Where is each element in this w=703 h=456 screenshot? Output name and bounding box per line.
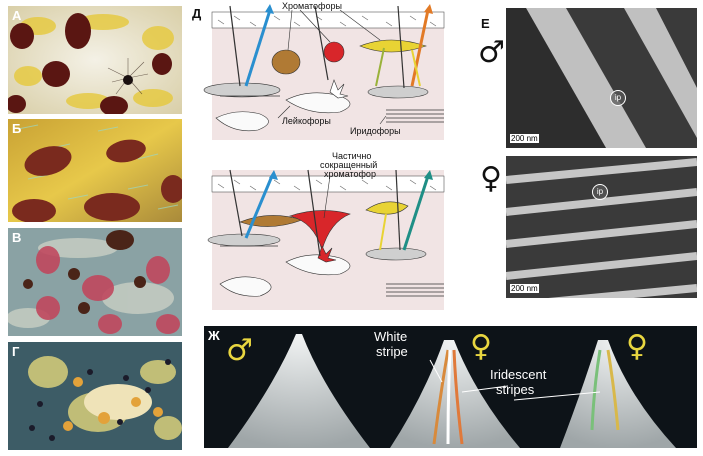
tem-male-image	[506, 8, 697, 148]
panel-a-photo: А	[8, 6, 182, 114]
female-symbol-g-2: ♀	[626, 329, 648, 364]
panel-e-diagram: Д Хроматофоры Лейкофоры Иридофоры Частич…	[190, 0, 490, 320]
panel-f-tem-female: ip 200 nm	[506, 156, 697, 298]
panel-c-photo: В	[8, 228, 182, 336]
panel-e-label: Д	[192, 6, 202, 21]
panel-g-image	[204, 326, 697, 448]
label-leucophores: Лейкофоры	[282, 116, 331, 126]
label-white-stripe-1: White	[374, 329, 408, 344]
scale-label-bottom: 200 nm	[510, 284, 539, 293]
panel-a-image	[8, 6, 182, 114]
label-partial-line3: хроматофор	[324, 169, 376, 179]
label-partial-line1: Частично	[332, 151, 372, 161]
ip-marker-bottom: ip	[592, 184, 608, 200]
panel-e-schematic	[203, 4, 445, 310]
label-iridophores: Иридофоры	[350, 126, 401, 136]
panel-c-label: В	[12, 230, 22, 245]
panel-g-photo: Ж ♂ ♀ ♀ White stripe Iridescent stripes	[204, 326, 697, 448]
male-symbol-f: ♂	[478, 35, 505, 70]
panel-f-tem-male: ip 200 nm	[506, 8, 697, 148]
female-symbol-g-1: ♀	[470, 329, 492, 364]
tem-female-image	[506, 156, 697, 298]
panel-c-image	[8, 228, 182, 336]
ip-marker-top: ip	[610, 90, 626, 106]
panel-b-label: Б	[12, 121, 22, 136]
panel-a-label: А	[12, 8, 22, 23]
label-iridescent-1: Iridescent	[490, 367, 547, 382]
label-chromatophores: Хроматофоры	[282, 1, 342, 11]
female-symbol-f: ♀	[480, 161, 502, 196]
male-symbol-g: ♂	[226, 333, 253, 368]
panel-f-label: Е	[481, 16, 490, 31]
panel-g-label: Ж	[208, 328, 220, 343]
panel-d-label: Г	[12, 344, 20, 359]
label-partial-line2: сокращенный	[320, 160, 378, 170]
panel-d-image	[8, 342, 182, 450]
panel-d-photo: Г	[8, 342, 182, 450]
scale-label-top: 200 nm	[510, 134, 539, 143]
panel-b-image	[8, 119, 182, 222]
panel-b-photo: Б	[8, 119, 182, 222]
label-white-stripe-2: stripe	[376, 344, 408, 359]
label-iridescent-2: stripes	[496, 382, 535, 397]
